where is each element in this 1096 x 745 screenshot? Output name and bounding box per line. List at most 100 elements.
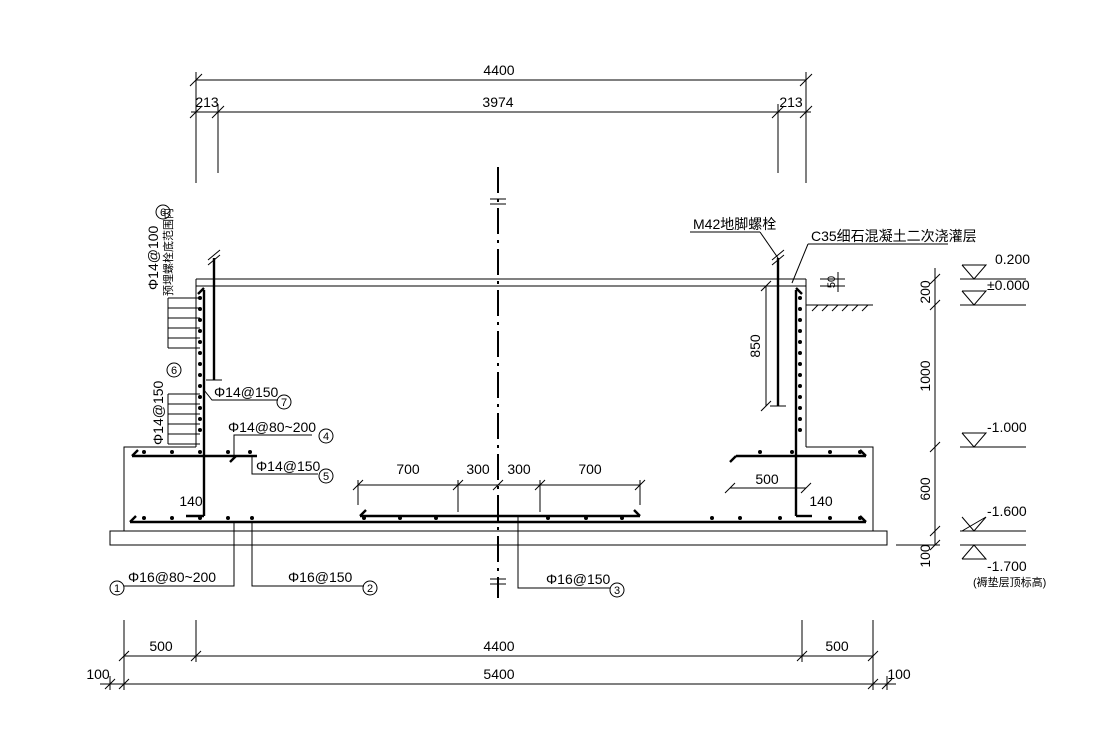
label-rebar-4: Φ14@80~200 [228, 419, 316, 435]
rebar-dot [198, 340, 202, 344]
dim-500-right-inner: 500 [755, 471, 779, 487]
elevation-0200: 0.200 [995, 251, 1030, 267]
dim-top-right-edge: 213 [779, 94, 803, 110]
rebar-dot [198, 384, 202, 388]
rebar-dot [778, 516, 782, 520]
dim-top-left-edge: 213 [195, 94, 219, 110]
rebar-dot [198, 318, 202, 322]
rebar-dot [620, 516, 624, 520]
dim-700-right: 700 [578, 461, 602, 477]
dim-bottom-left-100: 100 [86, 666, 110, 682]
dim-bottom-right-100: 100 [887, 666, 911, 682]
rebar-dot [198, 417, 202, 421]
dim-bottom-total-5400: 5400 [483, 666, 514, 682]
elevation-m1700: -1.700 [987, 558, 1027, 574]
rebar-dot [738, 516, 742, 520]
dim-100-right: 100 [917, 544, 933, 568]
rebar-dot [226, 450, 230, 454]
dim-top-overall: 4400 [483, 62, 514, 78]
rebar-dot [798, 417, 802, 421]
rebar-dot [858, 450, 862, 454]
rebar-dot [198, 516, 202, 520]
elevation-m1600: -1.600 [987, 503, 1027, 519]
rebar-dot [758, 450, 762, 454]
rebar-dot [198, 406, 202, 410]
elevation-m1700-note: (褥垫层顶标高) [973, 575, 1046, 589]
rebar-dot [798, 428, 802, 432]
interior-dimension-lines [352, 280, 812, 512]
dim-700-left: 700 [396, 461, 420, 477]
rebar-dot [198, 373, 202, 377]
label-rebar-5: Φ14@150 [256, 458, 321, 474]
ground-line [806, 304, 873, 312]
rebar-dot [198, 450, 202, 454]
dim-140-right: 140 [809, 493, 833, 509]
rebar-dot [790, 450, 794, 454]
rebar-dot [250, 516, 254, 520]
marker-3: 3 [614, 585, 620, 597]
label-rebar-7: Φ14@150 [214, 384, 279, 400]
rebar-dot [710, 516, 714, 520]
rebar-dot [226, 516, 230, 520]
rebar-dot [142, 450, 146, 454]
rebar-dot [198, 395, 202, 399]
rebar-dot [798, 340, 802, 344]
rebar-dot [198, 351, 202, 355]
marker-6-mid: 6 [171, 365, 177, 377]
dim-140-left: 140 [179, 493, 203, 509]
label-rebar-1: Φ16@80~200 [128, 569, 216, 585]
marker-2: 2 [367, 583, 373, 595]
dim-top-middle: 3974 [482, 94, 513, 110]
elevation-0000: ±0.000 [987, 277, 1030, 293]
marker-4: 4 [323, 431, 329, 443]
rebar-dot [584, 516, 588, 520]
dim-bottom-right-500: 500 [825, 638, 849, 654]
rebar-dot [798, 296, 802, 300]
rebar-dot [858, 516, 862, 520]
rebar-dot [798, 351, 802, 355]
rebar-dot [798, 395, 802, 399]
rebar-dot [798, 373, 802, 377]
dim-300-left: 300 [466, 461, 490, 477]
top-dimension-lines [189, 72, 813, 183]
rebar-dot [798, 384, 802, 388]
marker-6-top: 6 [160, 207, 166, 219]
dim-200: 200 [917, 280, 933, 304]
dim-300-right: 300 [507, 461, 531, 477]
label-rebar-2: Φ16@150 [288, 569, 353, 585]
rebar-dot [798, 362, 802, 366]
dim-1000: 1000 [917, 360, 933, 391]
rebar-dot [248, 450, 252, 454]
rebar-group [129, 249, 867, 524]
rebar-dot [198, 362, 202, 366]
rebar-dot [362, 516, 366, 520]
rebar-dot [798, 307, 802, 311]
rebar-dot [198, 329, 202, 333]
annotation-leaders-right [690, 231, 948, 284]
dim-850: 850 [747, 334, 763, 358]
rebar-dot [798, 329, 802, 333]
marker-1: 1 [114, 583, 120, 595]
concrete-outline [109, 278, 888, 546]
dim-bottom-left-500: 500 [149, 638, 173, 654]
rebar-dot [142, 516, 146, 520]
marker-7: 7 [281, 397, 287, 409]
label-anchor-bolt: M42地脚螺栓 [693, 216, 776, 232]
label-rebar-6-top: Φ14@100 [145, 225, 161, 290]
label-rebar-6-mid: Φ14@150 [150, 380, 166, 445]
left-rebar-stirrup-leaders [124, 297, 610, 589]
dim-600: 600 [917, 477, 933, 501]
right-dimension-lines [820, 264, 1026, 560]
marker-circles [109, 204, 625, 598]
rebar-dots [142, 296, 862, 520]
rebar-dot [798, 406, 802, 410]
label-rebar-6-top-note: 预埋螺栓底范围内 [161, 208, 175, 296]
dim-bottom-middle-4400: 4400 [483, 638, 514, 654]
rebar-dot [828, 450, 832, 454]
elevation-m1000: -1.000 [987, 419, 1027, 435]
rebar-dot [546, 516, 550, 520]
bottom-dimension-lines [100, 620, 896, 690]
rebar-dot [170, 450, 174, 454]
rebar-dot [170, 516, 174, 520]
